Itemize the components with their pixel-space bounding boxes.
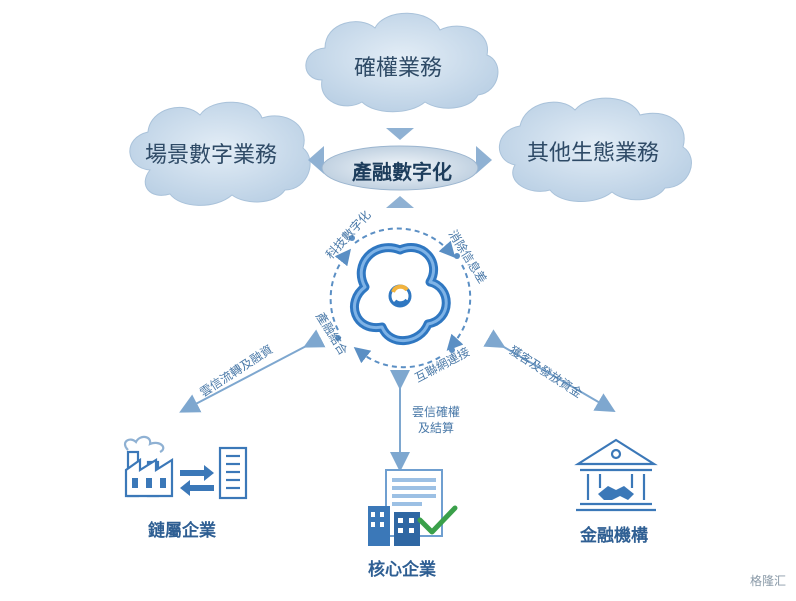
- arrow-up-top: [386, 128, 414, 140]
- entity-chain-label: 鏈屬企業: [148, 521, 216, 541]
- cloud-right: [498, 97, 692, 203]
- link-middle-label-line2: 及結算: [418, 421, 455, 435]
- bank-icon: [574, 438, 658, 512]
- check-icon: [417, 505, 458, 535]
- cloud-right-label: 其他生態業務: [527, 141, 660, 166]
- arrow-left: [308, 146, 324, 174]
- watermark: 格隆汇: [749, 574, 786, 588]
- link-middle-label-line1: 雲信確權: [412, 405, 461, 419]
- center-ellipse: [321, 145, 479, 191]
- arrow-up-center: [386, 196, 414, 208]
- platform-logo-icon: [350, 243, 451, 346]
- link-left-arrow: [179, 329, 326, 413]
- cloud-left: [129, 101, 311, 206]
- factory-icon: [123, 435, 174, 498]
- handshake-icon: [598, 486, 634, 500]
- link-middle-label: 雲信確權 及結算: [412, 404, 460, 436]
- center-label: 產融數字化: [352, 160, 452, 184]
- link-right-arrow: [483, 329, 616, 413]
- cycle-ring: [329, 227, 472, 369]
- entity-finance-label: 金融機構: [580, 526, 648, 546]
- exchange-arrows-icon: [180, 465, 214, 496]
- arrow-right: [476, 146, 492, 174]
- office-building-icon: [218, 446, 248, 500]
- cloud-top-label: 確權業務: [354, 56, 443, 81]
- entity-core-label: 核心企業: [368, 560, 436, 580]
- core-building-icon: [368, 469, 443, 546]
- cloud-left-label: 場景數字業務: [145, 143, 278, 168]
- cloud-top: [305, 12, 499, 113]
